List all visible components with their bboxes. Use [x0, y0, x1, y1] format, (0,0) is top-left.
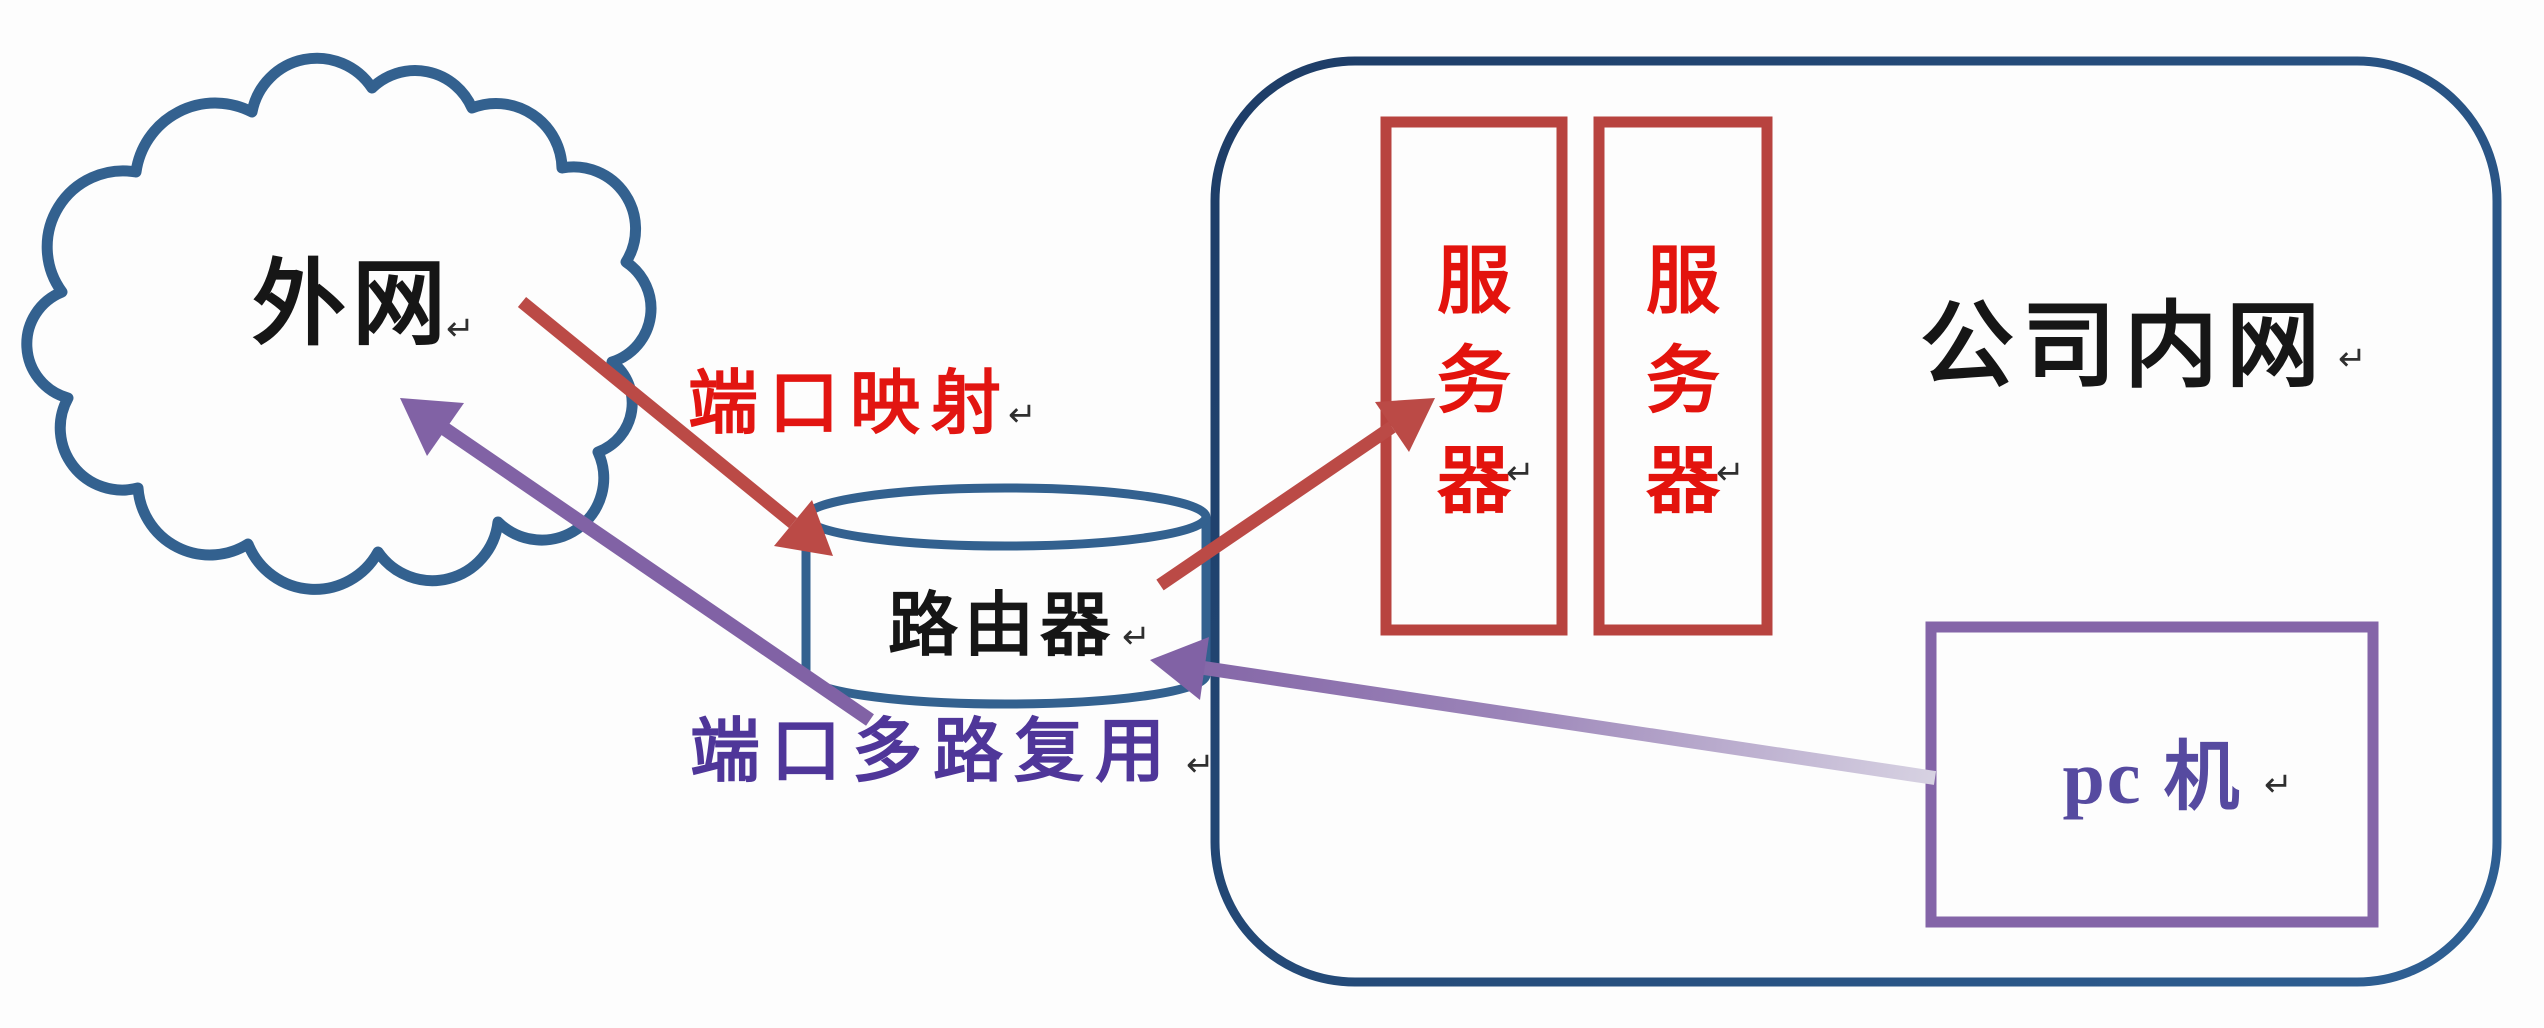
paragraph-mark: ↵ [1506, 453, 1535, 493]
intranet-boundary-box [1210, 56, 2502, 987]
paragraph-mark: ↵ [446, 309, 475, 349]
port-multiplexing-label: 端口多路复用 [690, 714, 1176, 791]
server-char: 器 [1437, 441, 1511, 523]
server-box-left [1380, 116, 1568, 636]
arrow-head [1375, 398, 1435, 452]
paragraph-mark: ↵ [1716, 453, 1745, 493]
server-char: 务 [1437, 341, 1511, 423]
server-char: 务 [1646, 341, 1720, 423]
port-mapping-label: 端口映射 [688, 366, 1012, 443]
paragraph-mark: ↵ [1122, 617, 1151, 657]
pc-label: pc 机 [2062, 736, 2242, 820]
arrow-head [774, 500, 833, 556]
paragraph-mark: ↵ [2264, 765, 2293, 805]
arrow-head [400, 398, 464, 456]
server-right-label: 服 务 器 [1643, 232, 1723, 532]
external-network-label: 外网 [252, 253, 453, 357]
port-multiplexing-arrow-pc-to-router [1150, 637, 1937, 785]
arrow-shaft [1156, 421, 1396, 591]
intranet-label: 公司内网 [1920, 295, 2329, 399]
paragraph-mark: ↵ [2338, 339, 2367, 379]
port-mapping-arrow-cloud-to-router [517, 296, 833, 556]
arrow-shaft [441, 423, 874, 726]
paragraph-mark: ↵ [1186, 745, 1215, 785]
server-char: 服 [1437, 241, 1511, 323]
port-multiplexing-arrow-router-to-cloud [400, 398, 874, 726]
server-char: 服 [1646, 241, 1720, 323]
paragraph-mark: ↵ [1008, 395, 1037, 435]
router-label: 路由器 [888, 588, 1116, 665]
router-cylinder-top [801, 483, 1211, 551]
server-box-right [1593, 116, 1773, 636]
arrow-head [1150, 637, 1209, 700]
arrow-shaft [1202, 661, 1937, 785]
arrow-shaft [517, 296, 798, 529]
port-mapping-arrow-router-to-server [1156, 398, 1435, 591]
server-char: 器 [1646, 441, 1720, 523]
server-left-label: 服 务 器 [1434, 232, 1514, 532]
